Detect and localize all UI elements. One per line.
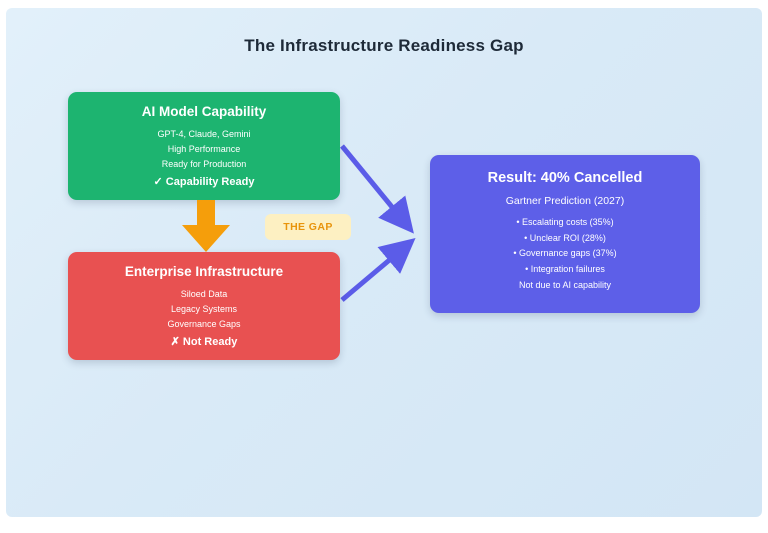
result-bullet-integration: • Integration failures: [525, 263, 605, 274]
gap-down-arrow-icon: [182, 200, 230, 252]
infrastructure-status: ✗ Not Ready: [170, 336, 238, 348]
gap-label: THE GAP: [265, 214, 351, 240]
result-box-title: Result: 40% Cancelled: [487, 170, 643, 186]
result-bullet-roi: • Unclear ROI (28%): [524, 232, 606, 243]
result-box-subtitle: Gartner Prediction (2027): [505, 195, 625, 207]
result-box: Result: 40% Cancelled Gartner Prediction…: [430, 155, 700, 313]
capability-line-models: GPT-4, Claude, Gemini: [157, 129, 251, 139]
infrastructure-line-legacy: Legacy Systems: [170, 304, 238, 314]
result-box-footer: Not due to AI capability: [518, 280, 612, 290]
result-bullet-governance: • Governance gaps (37%): [513, 248, 617, 258]
infrastructure-box: Enterprise Infrastructure Siloed Data Le…: [68, 252, 340, 360]
capability-line-performance: High Performance: [167, 144, 241, 154]
capability-box: AI Model Capability GPT-4, Claude, Gemin…: [68, 92, 340, 200]
capability-box-title: AI Model Capability: [141, 104, 267, 119]
result-bullet-costs: • Escalating costs (35%): [516, 217, 614, 227]
infrastructure-line-siloed: Siloed Data: [180, 289, 228, 299]
diagram-title: The Infrastructure Readiness Gap: [244, 36, 524, 55]
infrastructure-line-governance: Governance Gaps: [167, 319, 241, 329]
capability-status: ✓ Capability Ready: [153, 176, 255, 188]
capability-line-production: Ready for Production: [161, 159, 247, 169]
diagram-canvas: The Infrastructure Readiness Gap AI Mode…: [6, 8, 762, 517]
infrastructure-box-title: Enterprise Infrastructure: [124, 264, 284, 279]
